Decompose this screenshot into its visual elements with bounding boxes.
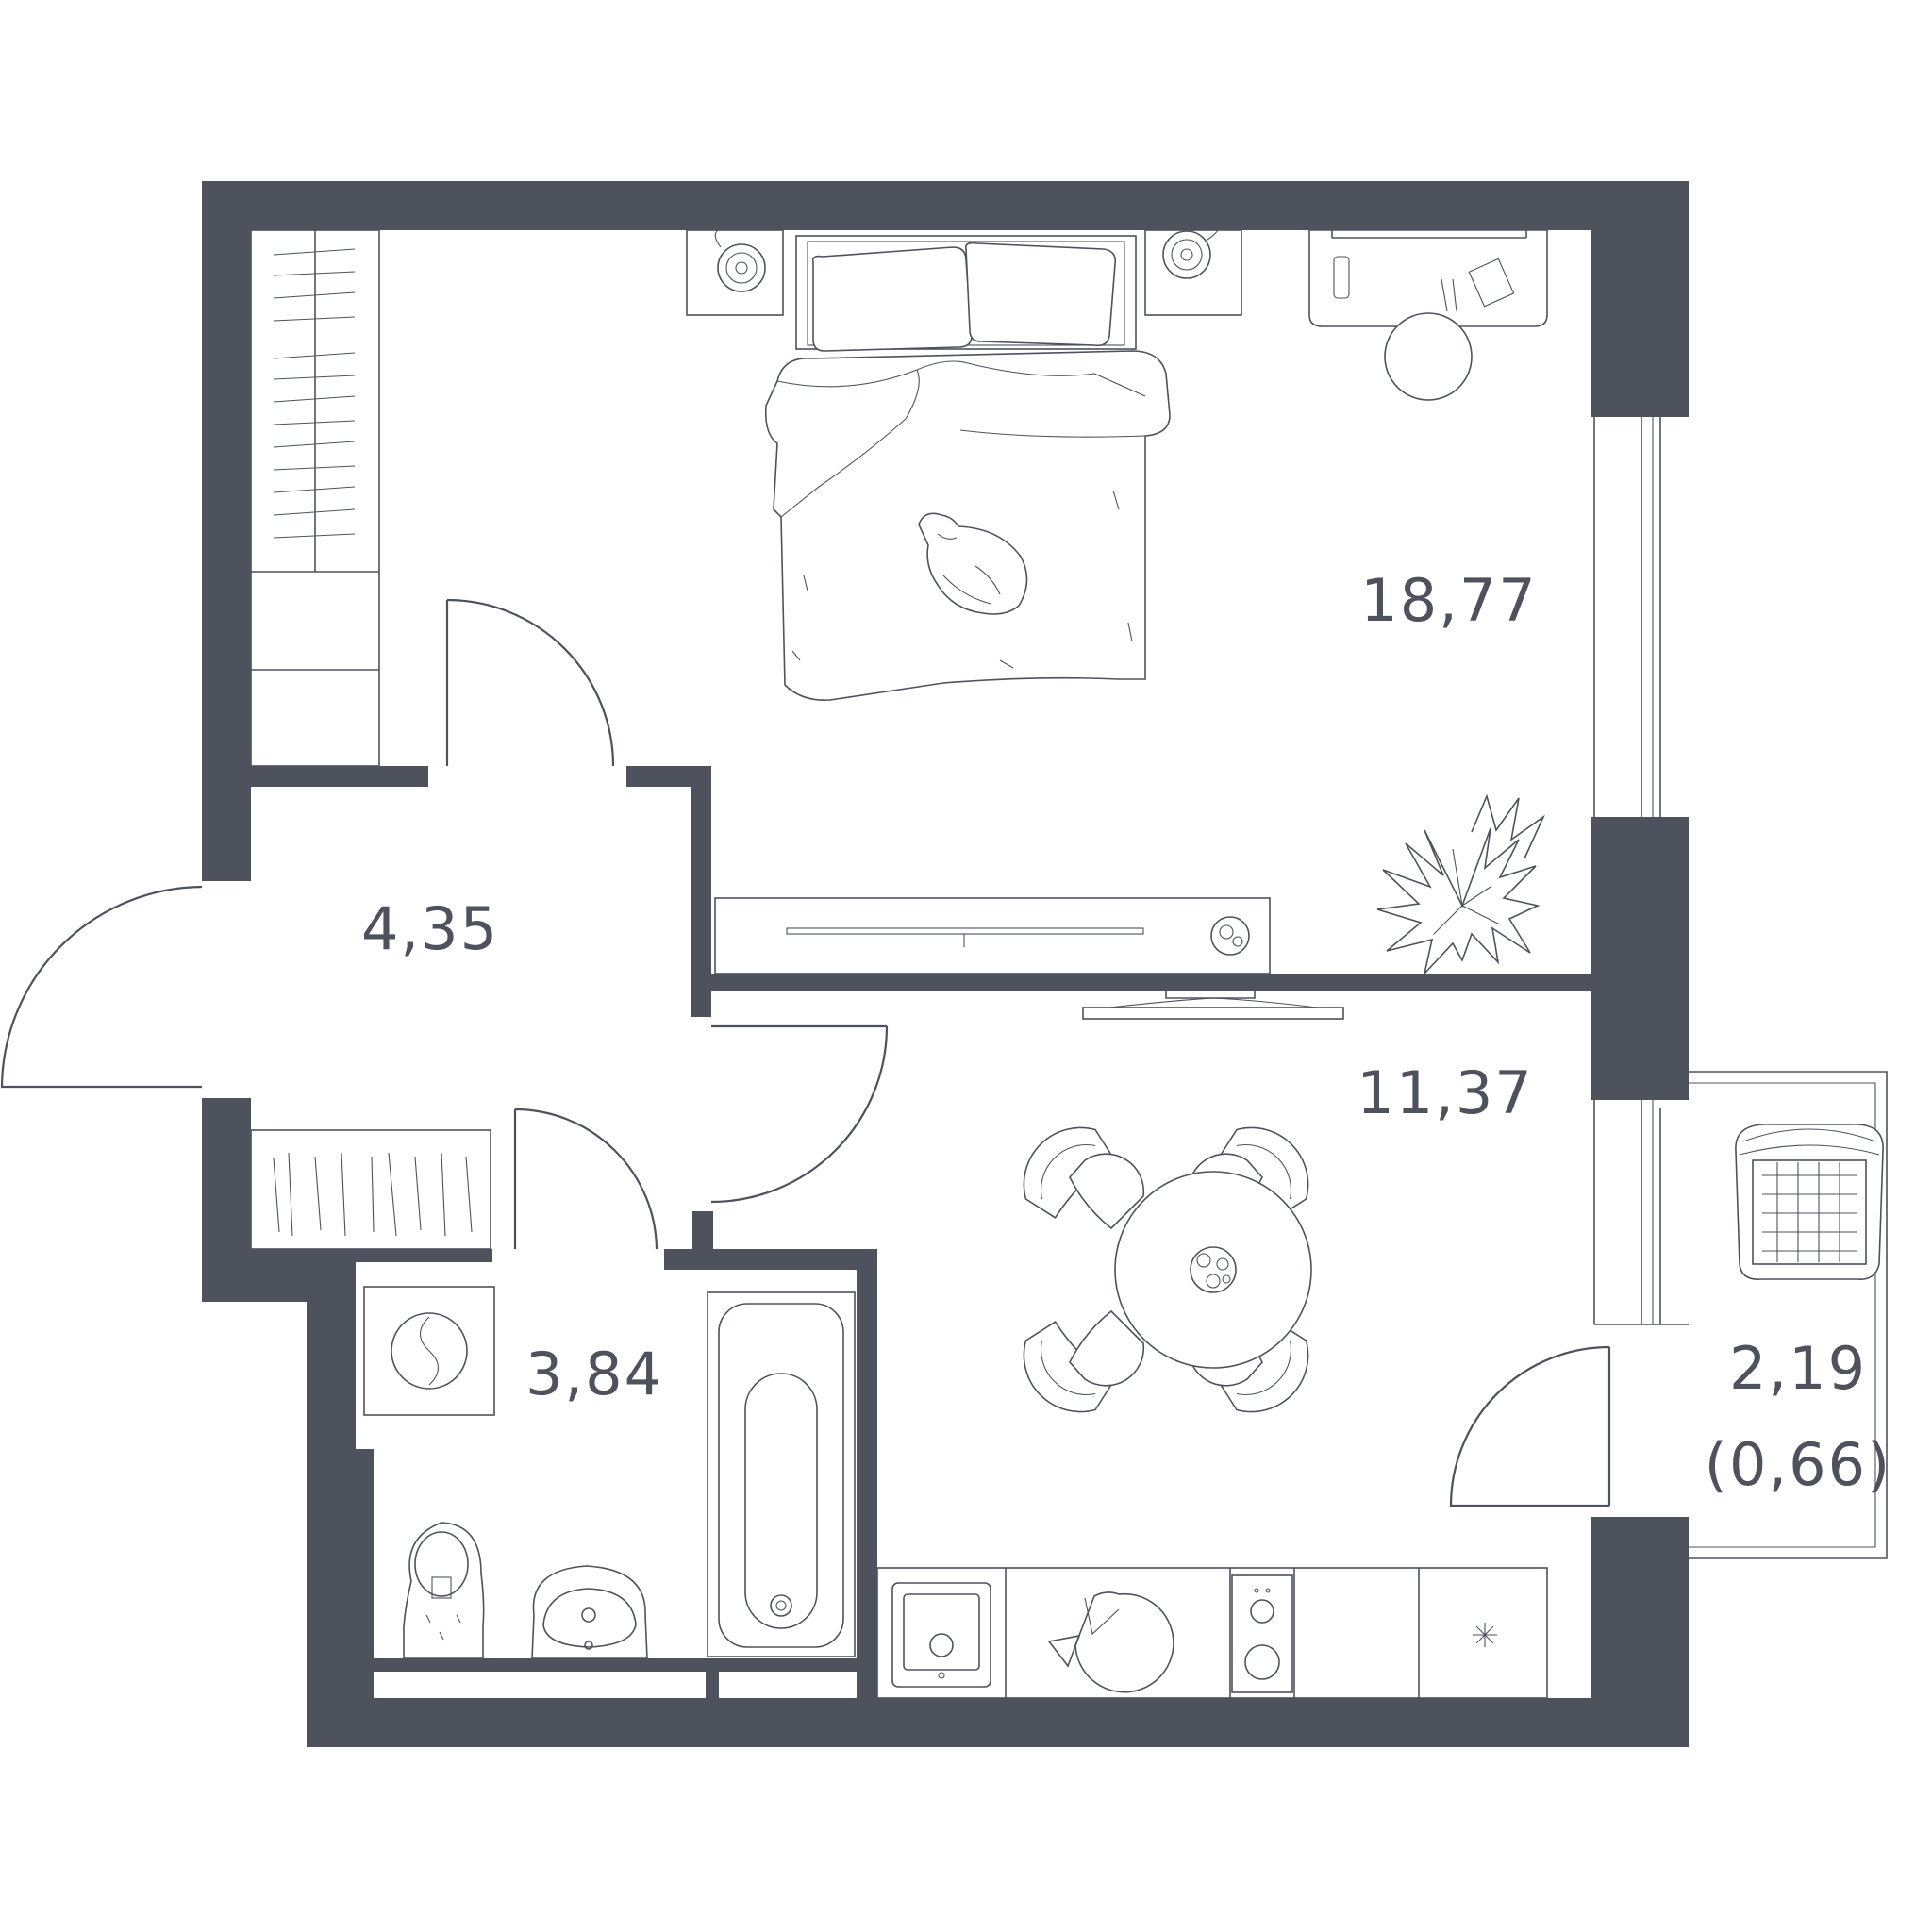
bathroom-door [513,1108,658,1250]
cake [1047,1591,1174,1693]
area-label-balcony-reduced: (0,66) [1705,1430,1891,1499]
nightstand-right [1144,220,1242,316]
window-kitchen [1593,1098,1689,1325]
kitchen-door [710,1024,889,1204]
kitchen-sparkle [1473,1623,1497,1647]
bed [764,235,1171,701]
washing-machine [363,1286,495,1416]
balcony [1449,1071,1888,1559]
bedroom-door [445,598,615,767]
cooktop [1231,1574,1293,1693]
wardrobe [250,229,380,767]
tv [1082,991,1344,1020]
sink [531,1565,648,1659]
tv-console [714,897,1271,974]
balcony-armchair [1735,1124,1884,1280]
area-label-bathroom: 3,84 [525,1340,663,1408]
nightstand-left [686,225,784,316]
desk [1308,229,1548,401]
area-label-hallway: 4,35 [361,894,499,963]
entrance-door [0,885,203,1089]
plant-bedroom [1376,793,1545,976]
toilet [403,1522,485,1659]
bathtub [707,1291,856,1657]
dining-set [1023,1126,1312,1413]
walls [202,181,1689,1747]
area-label-kitchen: 11,37 [1357,1058,1534,1127]
area-label-balcony: 2,19 [1729,1334,1867,1403]
kitchen-sink [891,1582,991,1688]
window-bedroom [1593,408,1661,826]
area-label-bedroom: 18,77 [1360,566,1538,635]
hall-wardrobe [250,1129,491,1250]
kitchen-counter [876,1567,1548,1699]
